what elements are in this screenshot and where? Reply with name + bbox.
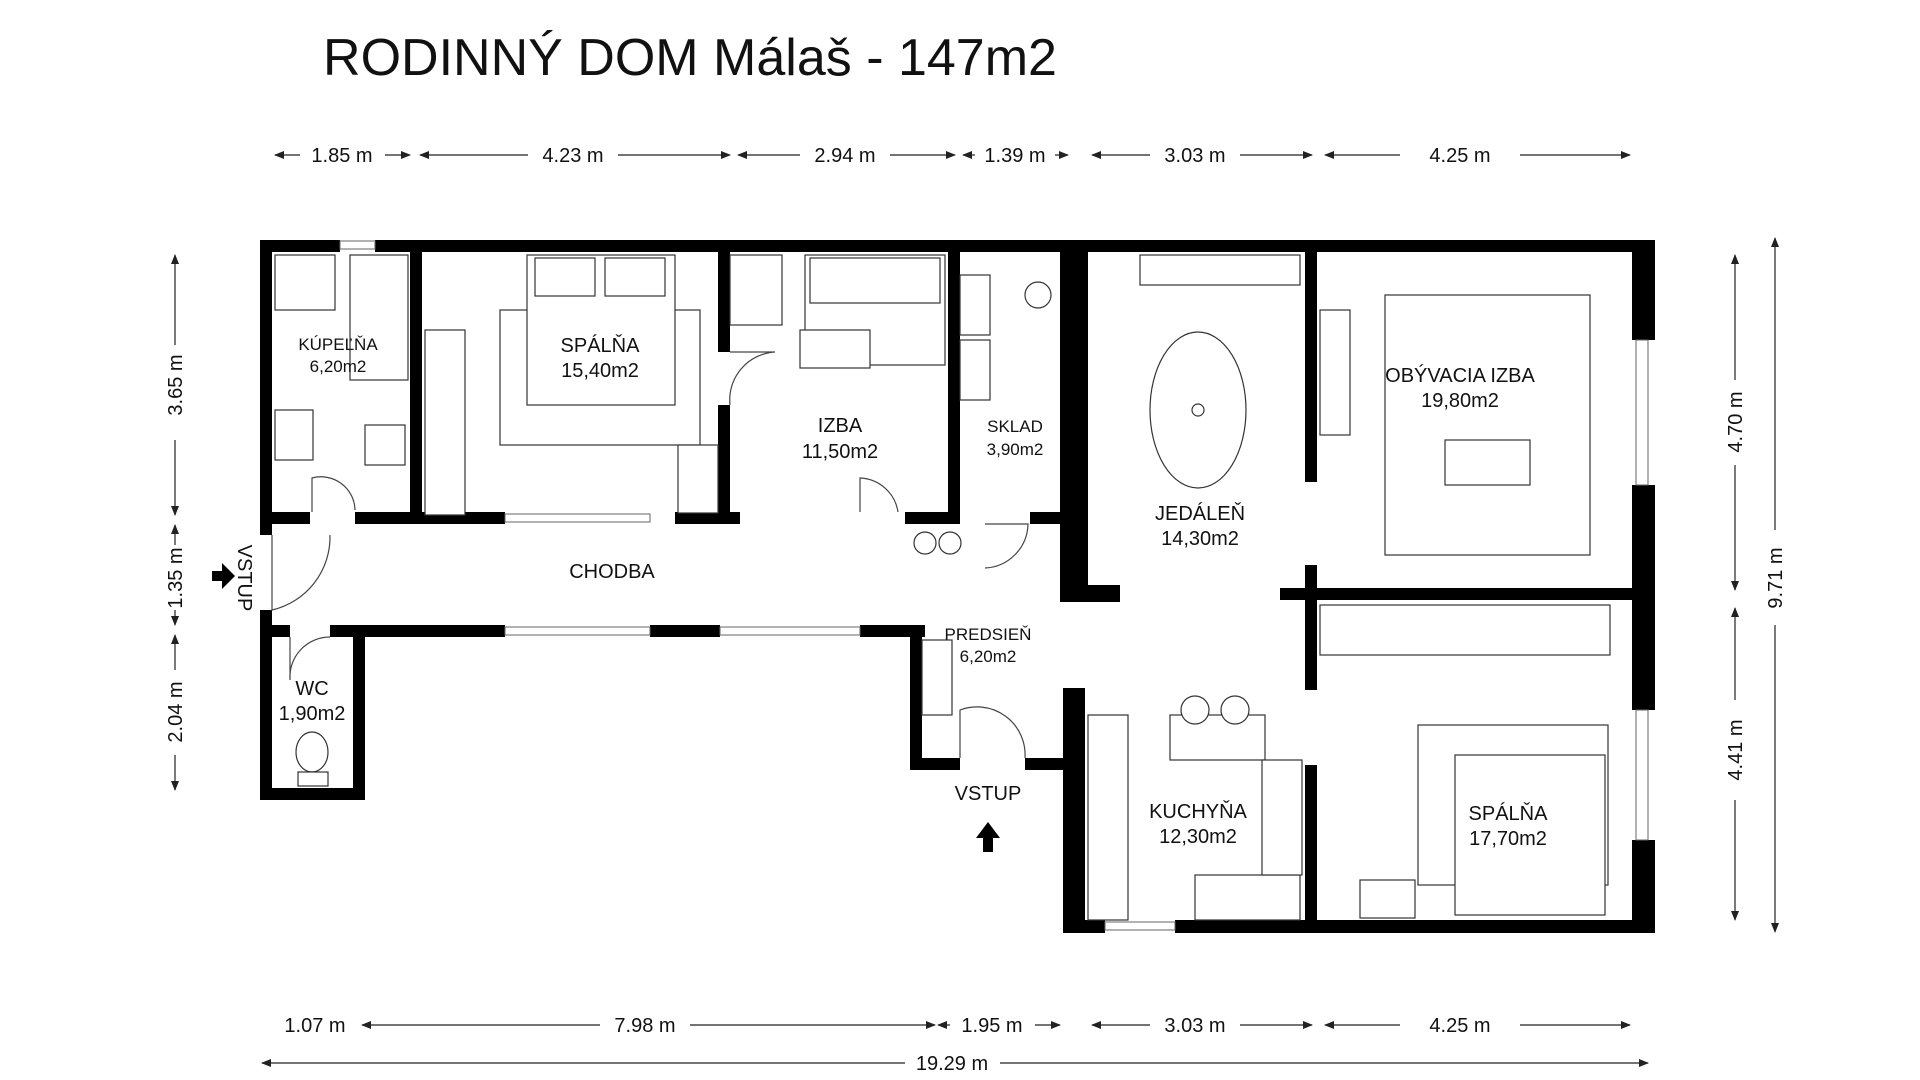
room-spalna1-name: SPÁLŇA [561,334,641,357]
left-dimensions: 3.65 m 1.35 m 2.04 m [165,254,187,791]
room-obyvacia-name: OBÝVACIA IZBA [1385,364,1535,387]
room-jedalen-area: 14,30m2 [1161,528,1239,550]
dim-top-3: 2.94 m [814,145,875,167]
dim-left-3: 2.04 m [165,681,187,742]
entrance-front-label: VSTUP [955,783,1022,805]
room-kuchyna-area: 12,30m2 [1159,826,1237,848]
room-obyvacia-area: 19,80m2 [1421,390,1499,412]
entrances: VSTUP VSTUP [212,545,1021,852]
dim-bottom-5: 4.25 m [1429,1015,1490,1037]
room-spalna2-area: 17,70m2 [1469,828,1547,850]
dim-top-1: 1.85 m [311,145,372,167]
room-wc-area: 1,90m2 [279,703,346,725]
dim-bottom-4: 3.03 m [1164,1015,1225,1037]
bottom-dimensions: 1.07 m 7.98 m 1.95 m 3.03 m 4.25 m 19.29… [261,1015,1649,1075]
room-jedalen-name: JEDÁLEŇ [1155,502,1245,525]
plan-title: RODINNÝ DOM Málaš - 147m2 [323,29,1057,87]
dim-bottom-2: 7.98 m [614,1015,675,1037]
room-kuchyna-name: KUCHYŇA [1149,800,1247,823]
room-chodba-name: CHODBA [569,561,655,583]
room-sklad-name: SKLAD [987,417,1043,436]
dim-top-6: 4.25 m [1429,145,1490,167]
room-izba-area: 11,50m2 [802,441,878,463]
dim-top-5: 3.03 m [1164,145,1225,167]
dim-top-4: 1.39 m [984,145,1045,167]
room-izba-name: IZBA [818,415,863,437]
dim-top-2: 4.23 m [542,145,603,167]
top-dimensions: 1.85 m 4.23 m 2.94 m 1.39 m 3.03 m 4.25 … [274,145,1631,167]
room-sklad-area: 3,90m2 [987,440,1044,459]
right-dimensions: 4.70 m 4.41 m 9.71 m [1725,237,1787,933]
room-labels: KÚPEĽŇA 6,20m2 SPÁLŇA 15,40m2 IZBA 11,50… [279,334,1548,850]
room-kupelna-name: KÚPEĽŇA [298,335,378,354]
room-predsien-area: 6,20m2 [960,647,1017,666]
entrance-side-label: VSTUP [233,545,255,612]
dim-bottom-1: 1.07 m [284,1015,345,1037]
dim-bottom-3: 1.95 m [961,1015,1022,1037]
windows [339,240,1649,931]
room-wc-name: WC [295,678,328,700]
dim-right-2: 4.41 m [1725,719,1747,780]
entrance-side-arrow-icon [212,563,235,589]
walls [260,240,1655,933]
furniture [274,254,1611,921]
dim-total-bottom: 19.29 m [916,1053,988,1075]
entrance-front-arrow-icon [976,822,1000,852]
dim-right-1: 4.70 m [1725,391,1747,452]
room-spalna1-area: 15,40m2 [561,360,639,382]
doors [271,351,1029,759]
room-kupelna-area: 6,20m2 [310,357,367,376]
room-spalna2-name: SPÁLŇA [1469,802,1549,825]
dim-left-1: 3.65 m [165,354,187,415]
room-predsien-name: PREDSIEŇ [945,625,1032,644]
dim-left-2: 1.35 m [165,547,187,608]
dim-total-right: 9.71 m [1765,547,1787,608]
